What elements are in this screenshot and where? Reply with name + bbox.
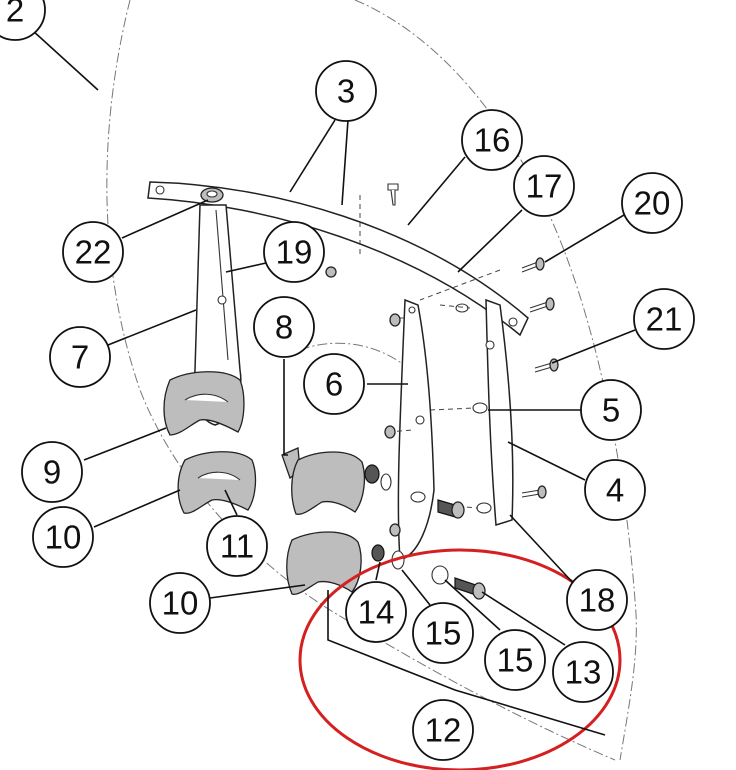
clamp-center-lower [286, 531, 449, 595]
middle-bracket [384, 298, 435, 561]
callout-4: 4 [584, 459, 646, 521]
bolt-lower [454, 577, 486, 600]
callout-17-label: 17 [526, 168, 563, 205]
leader-12 [327, 590, 606, 736]
callout-9-label: 9 [43, 454, 61, 491]
callout-5: 5 [580, 379, 642, 441]
callout-12-label: 12 [425, 712, 462, 749]
screws-right [521, 358, 559, 499]
callout-3: 3 [315, 60, 377, 122]
callout-10-lower-label: 10 [162, 585, 199, 622]
callout-8: 8 [253, 296, 315, 358]
leader-3a [289, 119, 336, 193]
leader-15a [401, 569, 431, 606]
callout-18: 18 [566, 569, 628, 631]
callout-2: 2 [0, 0, 46, 41]
leader-22 [121, 199, 209, 239]
callout-21-label: 21 [646, 301, 683, 338]
callout-19-label: 19 [276, 234, 313, 271]
bolt-middle [437, 499, 465, 519]
callouts: 2 3 16 17 20 22 19 21 [0, 0, 695, 761]
leader-21 [551, 329, 636, 364]
callout-17: 17 [513, 155, 575, 217]
callout-11-label: 11 [220, 528, 254, 565]
leader-14 [375, 561, 381, 581]
callout-20-label: 20 [634, 185, 671, 222]
callout-6: 6 [303, 353, 365, 415]
small-screw [325, 266, 337, 278]
callout-21: 21 [633, 288, 695, 350]
callout-18-label: 18 [579, 582, 616, 619]
callout-7-label: 7 [71, 339, 89, 376]
callout-2-label: 2 [6, 0, 24, 29]
callout-16: 16 [461, 109, 523, 171]
leader-17 [457, 209, 523, 273]
leader-7 [107, 309, 197, 346]
callout-11: 11 [206, 515, 268, 577]
top-bracket [147, 181, 529, 337]
callout-15-left: 15 [412, 602, 474, 664]
callout-19: 19 [263, 221, 325, 283]
leader-3b [341, 119, 349, 206]
callout-5-label: 5 [602, 392, 620, 429]
leader-20 [544, 214, 625, 263]
leader-10a [93, 489, 181, 528]
leader-lines [31, 29, 636, 736]
screws-top [387, 183, 555, 313]
leader-2 [31, 29, 99, 91]
leader-8 [283, 359, 288, 456]
callout-15-right-label: 15 [497, 642, 534, 679]
callout-6-label: 6 [325, 366, 343, 403]
leader-16 [407, 156, 466, 226]
callout-16-label: 16 [474, 122, 511, 159]
right-plate [429, 298, 514, 526]
callout-13-label: 13 [565, 654, 602, 691]
pivot-bolt [200, 187, 224, 203]
leader-13 [481, 591, 566, 646]
leader-4 [507, 441, 586, 481]
clamp-upper-left [163, 371, 245, 436]
clamp-center-upper [281, 447, 392, 515]
callout-14: 14 [345, 581, 407, 643]
callout-4-label: 4 [606, 472, 624, 509]
callout-8-label: 8 [275, 309, 293, 346]
clamp-lower-left [177, 451, 257, 514]
leader-11 [224, 489, 238, 516]
leader-18 [509, 514, 576, 586]
callout-7: 7 [49, 326, 111, 388]
callout-15-right: 15 [484, 629, 546, 691]
callout-22-label: 22 [75, 234, 112, 271]
leader-19 [225, 262, 267, 273]
leader-15b [444, 579, 501, 631]
callout-10-upper-label: 10 [45, 519, 82, 556]
leader-9 [83, 427, 167, 461]
callout-10-lower: 10 [149, 572, 211, 634]
callout-15-left-label: 15 [425, 615, 462, 652]
callout-12: 12 [412, 699, 474, 761]
callout-10-upper: 10 [32, 506, 94, 568]
callout-14-label: 14 [358, 594, 395, 631]
callout-22: 22 [62, 221, 124, 283]
leader-10b [209, 584, 306, 599]
callout-3-label: 3 [337, 73, 355, 110]
callout-9: 9 [21, 441, 83, 503]
callout-20: 20 [621, 172, 683, 234]
highlight-ellipse [298, 548, 622, 770]
callout-13: 13 [552, 641, 614, 703]
